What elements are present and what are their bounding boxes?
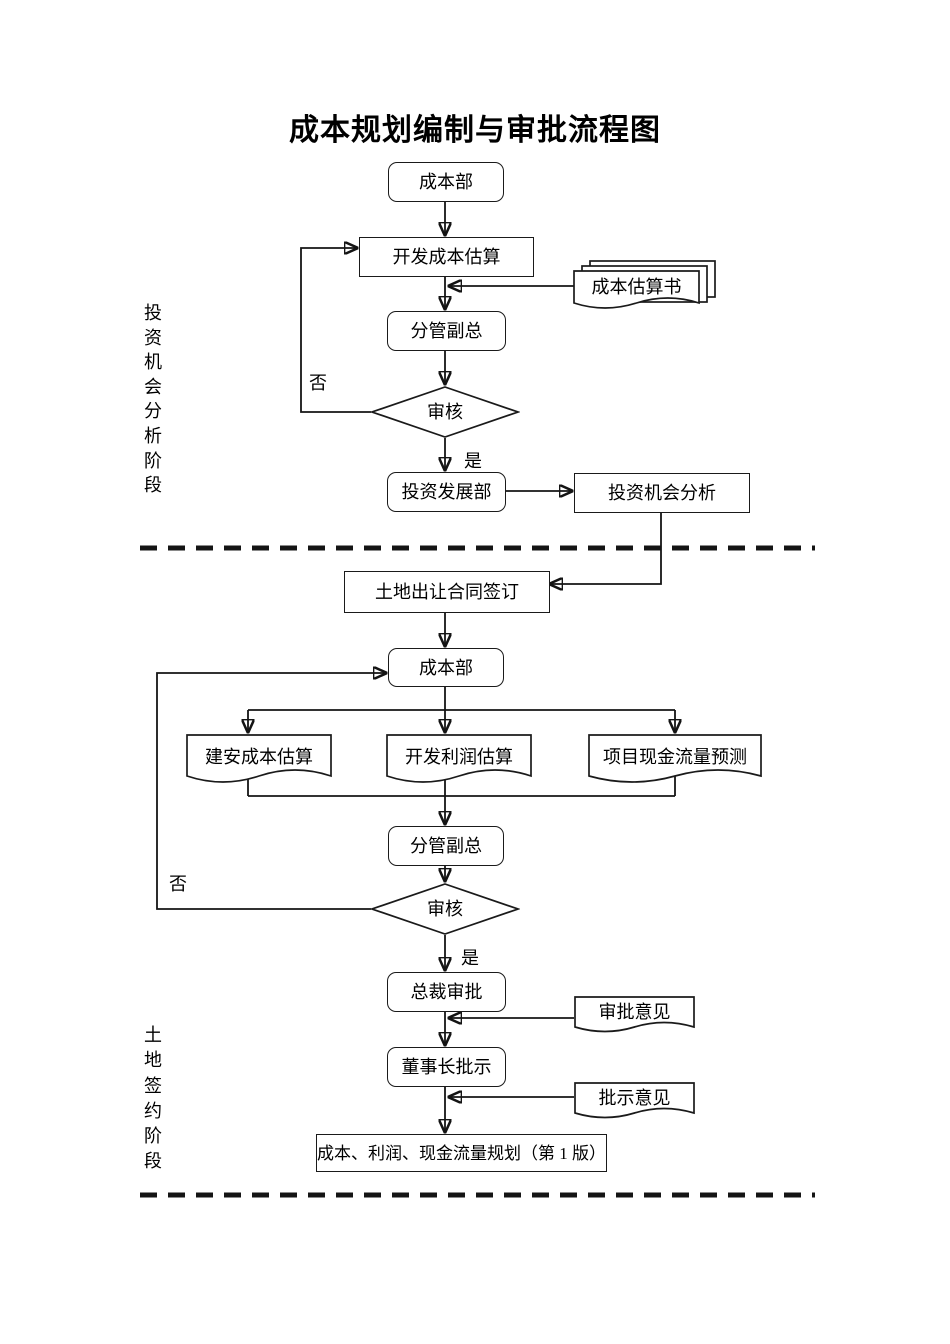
node-label: 土地出让合同签订	[375, 582, 519, 602]
decision-label: 审核	[427, 899, 463, 919]
diamond-shape	[370, 386, 520, 438]
doc-label: 项目现金流量预测	[603, 746, 747, 767]
node-label: 投资机会分析	[608, 483, 716, 503]
branch-label-yes-1: 是	[464, 451, 482, 471]
diamond-shape	[370, 883, 520, 935]
document-shape	[588, 734, 762, 783]
decision-review-1: 审核	[370, 386, 520, 438]
node-cost-dept-2: 成本部	[388, 648, 504, 687]
doc-label: 成本估算书	[591, 277, 682, 297]
stage-label-land-signing: 土地签约阶段	[144, 1025, 162, 1172]
node-label: 分管副总	[410, 321, 483, 341]
stacked-document-shape	[573, 260, 716, 309]
doc-approval-opinion: 审批意见	[574, 996, 695, 1036]
document-shape	[574, 1082, 695, 1119]
stage1-connectors	[300, 200, 662, 584]
doc-label: 开发利润估算	[405, 746, 513, 767]
stage2-connectors	[156, 611, 675, 1131]
node-label: 投资发展部	[401, 482, 492, 502]
doc-dev-profit: 开发利润估算	[386, 734, 532, 787]
doc-label: 审批意见	[598, 1002, 671, 1022]
node-label: 开发成本估算	[392, 247, 501, 267]
node-land-contract: 土地出让合同签订	[344, 571, 550, 613]
node-label: 总裁审批	[410, 982, 483, 1002]
node-label: 分管副总	[410, 836, 482, 856]
stage-label-investment-analysis: 投资机会分析阶段	[144, 303, 162, 496]
branch-label-no-1: 否	[309, 373, 327, 393]
branch-label-yes-2: 是	[461, 948, 479, 968]
node-label: 成本、利润、现金流量规划（第 1 版）	[317, 1143, 606, 1163]
node-label: 成本部	[419, 657, 473, 678]
document-shape	[386, 734, 532, 783]
node-cost-dept-1: 成本部	[388, 162, 504, 202]
node-chairman-instruction: 董事长批示	[387, 1047, 506, 1087]
doc-label: 建安成本估算	[205, 746, 313, 767]
node-invest-opportunity-analysis: 投资机会分析	[574, 473, 750, 513]
node-label: 董事长批示	[401, 1057, 492, 1077]
doc-cost-estimate: 成本估算书	[572, 259, 722, 317]
node-label: 成本部	[419, 172, 473, 192]
branch-label-no-2: 否	[169, 874, 187, 894]
node-president-approval: 总裁审批	[387, 972, 506, 1012]
node-vp-1: 分管副总	[387, 311, 506, 351]
doc-construction-cost: 建安成本估算	[186, 734, 332, 787]
document-shape	[574, 996, 695, 1033]
node-dev-cost-estimate: 开发成本估算	[359, 237, 534, 277]
node-final-plan: 成本、利润、现金流量规划（第 1 版）	[316, 1134, 607, 1172]
doc-cash-flow-forecast: 项目现金流量预测	[588, 734, 762, 787]
decision-review-2: 审核	[370, 883, 520, 935]
node-invest-dev-dept: 投资发展部	[387, 472, 506, 512]
decision-label: 审核	[427, 402, 463, 422]
page-title: 成本规划编制与审批流程图	[289, 114, 661, 147]
doc-label: 批示意见	[598, 1088, 671, 1108]
node-vp-2: 分管副总	[388, 826, 504, 866]
doc-instruction-opinion: 批示意见	[574, 1082, 695, 1122]
document-shape	[186, 734, 332, 783]
